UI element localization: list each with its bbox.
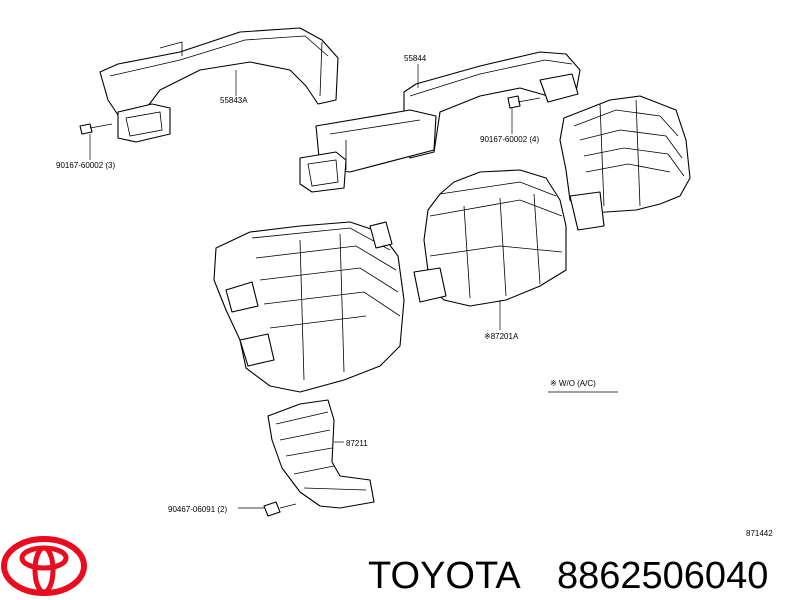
leader-lines xyxy=(89,64,618,509)
brand-name: TOYOTA xyxy=(368,555,521,597)
label-duct-left: 55843A xyxy=(220,96,248,105)
label-note: ※ W/O (A/C) xyxy=(550,379,596,388)
label-screw-left: 90167-60002 (3) xyxy=(56,161,115,170)
screw-right xyxy=(507,95,541,109)
main-hvac-unit xyxy=(213,221,405,393)
screw-left xyxy=(79,123,113,135)
duct-left xyxy=(99,27,339,143)
toyota-logo-icon xyxy=(1,536,87,596)
heater-core-unit xyxy=(559,95,691,231)
label-clip-lower: 90467-06091 (2) xyxy=(168,505,227,514)
label-duct-center: 55844 xyxy=(404,54,427,63)
part-number: 8862506040 xyxy=(557,555,768,597)
diagram-code: 871442 xyxy=(746,529,773,538)
duct-lower xyxy=(267,399,375,509)
label-screw-right: 90167-60002 (4) xyxy=(480,135,539,144)
clip-lower xyxy=(263,501,297,517)
duct-center xyxy=(299,51,581,193)
label-duct-lower: 87211 xyxy=(346,439,368,448)
label-case: ※87201A xyxy=(484,332,519,341)
blower-case xyxy=(413,169,567,307)
